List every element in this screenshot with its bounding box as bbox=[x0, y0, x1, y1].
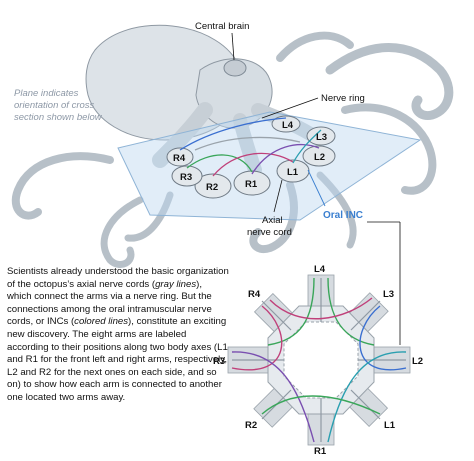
cross-label-l2: L2 bbox=[412, 356, 423, 367]
plane-label-r4: R4 bbox=[173, 153, 186, 164]
central-brain-shape bbox=[223, 59, 247, 77]
nerve-ring-label: Nerve ring bbox=[321, 93, 365, 104]
plane-label-l1: L1 bbox=[287, 167, 299, 178]
plane-label-r2: R2 bbox=[206, 182, 218, 193]
plane-label-l2: L2 bbox=[314, 152, 325, 163]
cross-label-l4: L4 bbox=[314, 264, 326, 275]
cross-section-plane bbox=[117, 111, 422, 221]
cross-label-l1: L1 bbox=[384, 420, 396, 431]
plane-arm-labels: L4 L3 L2 L1 R1 R2 R3 R4 bbox=[173, 120, 327, 193]
description-part-2: ), which connect the arms via a nerve ri… bbox=[7, 278, 212, 328]
plane-inc-lines bbox=[179, 117, 322, 177]
central-brain-label: Central brain bbox=[195, 21, 249, 32]
axial-nerve-cord-label-1: Axial bbox=[262, 215, 283, 226]
plane-label-l3: L3 bbox=[316, 132, 327, 143]
cross-label-r2: R2 bbox=[245, 420, 257, 431]
plane-note-line-1: Plane indicates bbox=[14, 88, 79, 99]
plane-label-r1: R1 bbox=[245, 179, 258, 190]
cross-label-l3: L3 bbox=[383, 289, 394, 300]
plane-note-line-3: section shown below bbox=[14, 112, 103, 123]
cross-section-diagram: L4 L3 L2 L1 R1 R2 R3 R4 bbox=[213, 264, 423, 457]
description-part-1: Scientists already understood the basic … bbox=[7, 266, 229, 290]
description-part-3: ), constitute an exciting new discovery.… bbox=[7, 316, 228, 403]
callouts: Central brain Nerve ring Plane indicates… bbox=[14, 21, 401, 345]
plane-note-line-2: orientation of cross bbox=[14, 100, 95, 111]
description-gray-lines: gray lines bbox=[155, 278, 197, 290]
plane-arm-sections bbox=[166, 115, 336, 199]
cross-label-r1: R1 bbox=[314, 446, 327, 457]
description-text: Scientists already understood the basic … bbox=[7, 266, 229, 405]
axial-nerve-cord-label-2: nerve cord bbox=[247, 227, 292, 238]
oral-inc-label: Oral INC bbox=[323, 210, 363, 221]
cross-label-r4: R4 bbox=[248, 289, 261, 300]
plane-label-r3: R3 bbox=[180, 172, 192, 183]
description-colored-lines: colored lines bbox=[74, 316, 129, 328]
plane-label-l4: L4 bbox=[282, 120, 294, 131]
cross-label-r3: R3 bbox=[213, 356, 225, 367]
